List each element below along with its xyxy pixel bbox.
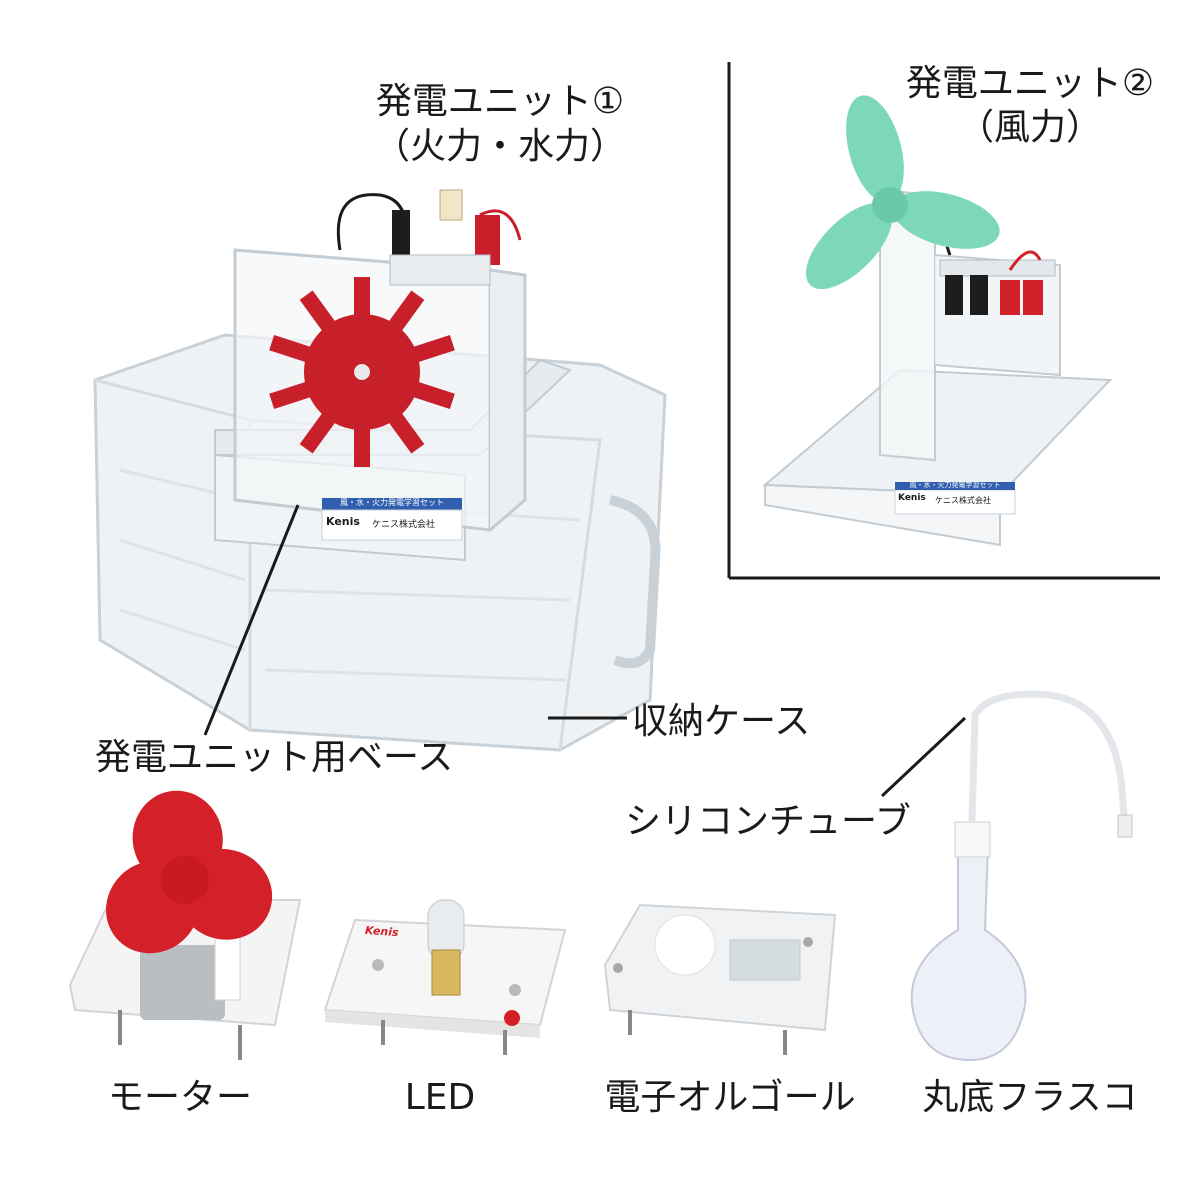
product-label-brand: Kenis [326,515,360,528]
product-label-maker: ケニス株式会社 [372,520,436,530]
unit2-title: 発電ユニット② [905,63,1155,104]
unit2-label-title: 風・水・火力発電学習セット [909,481,1001,489]
round-flask [910,821,1027,1062]
product-label-title: 風・水・火力発電学習セット [340,498,444,507]
unit1-terminals [336,189,522,286]
silicone-tube [968,690,1133,838]
unit1-title: 発電ユニット① [375,81,625,122]
led-brand-mark: Kenis [364,923,399,940]
base-callout-label: 発電ユニット用ベース [95,737,454,778]
product-label [321,498,463,541]
motor-fan [106,790,273,954]
music-box-label: 電子オルゴール [604,1077,856,1118]
unit2-stand [762,188,1113,547]
callout-lines [203,504,967,798]
case-callout-label: 収納ケース [632,701,811,742]
unit2-label-brand: Kenis [898,493,926,503]
unit1-subtitle: （火力・水力） [373,126,626,167]
flask-label: 丸底フラスコ [922,1077,1138,1118]
unit2-label-maker: ケニス株式会社 [935,496,991,505]
unit2-subtitle: （風力） [957,107,1102,148]
led-label: LED [404,1077,476,1118]
motor-label: モーター [107,1077,252,1118]
water-wheel [269,277,455,467]
tube-callout-label: シリコンチューブ [625,801,911,842]
inset-frame [727,62,1160,580]
wind-fan [805,95,1000,290]
music-box [603,903,837,1055]
led-board [323,899,567,1055]
